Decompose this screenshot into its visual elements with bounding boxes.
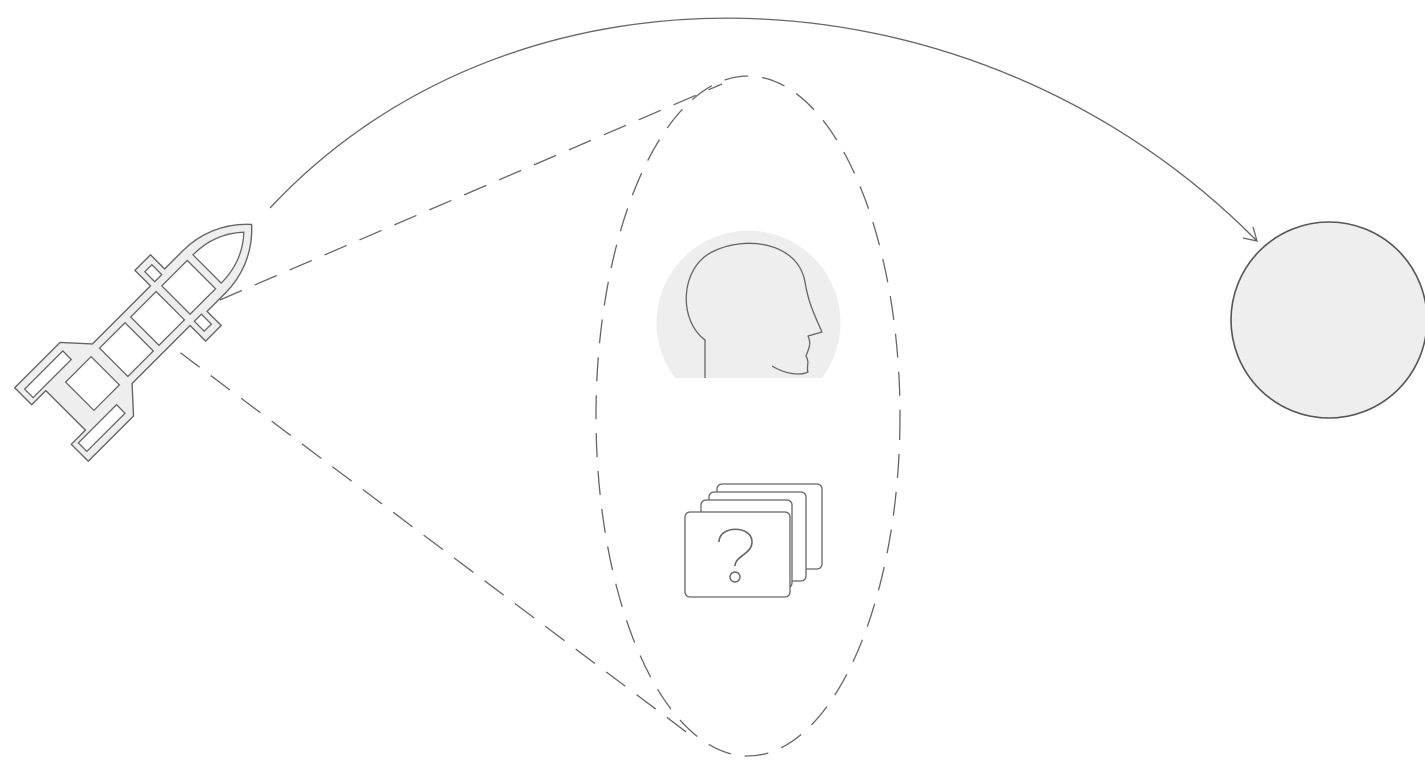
target-circle	[1231, 222, 1425, 418]
trajectory-arc	[270, 18, 1257, 241]
question-cards-icon	[685, 484, 822, 597]
cone-edge-top	[150, 84, 722, 330]
rocket-icon	[15, 188, 289, 462]
cone-edge-bottom	[150, 330, 697, 740]
head-profile-icon	[657, 231, 841, 378]
dashed-ellipse	[596, 76, 900, 756]
